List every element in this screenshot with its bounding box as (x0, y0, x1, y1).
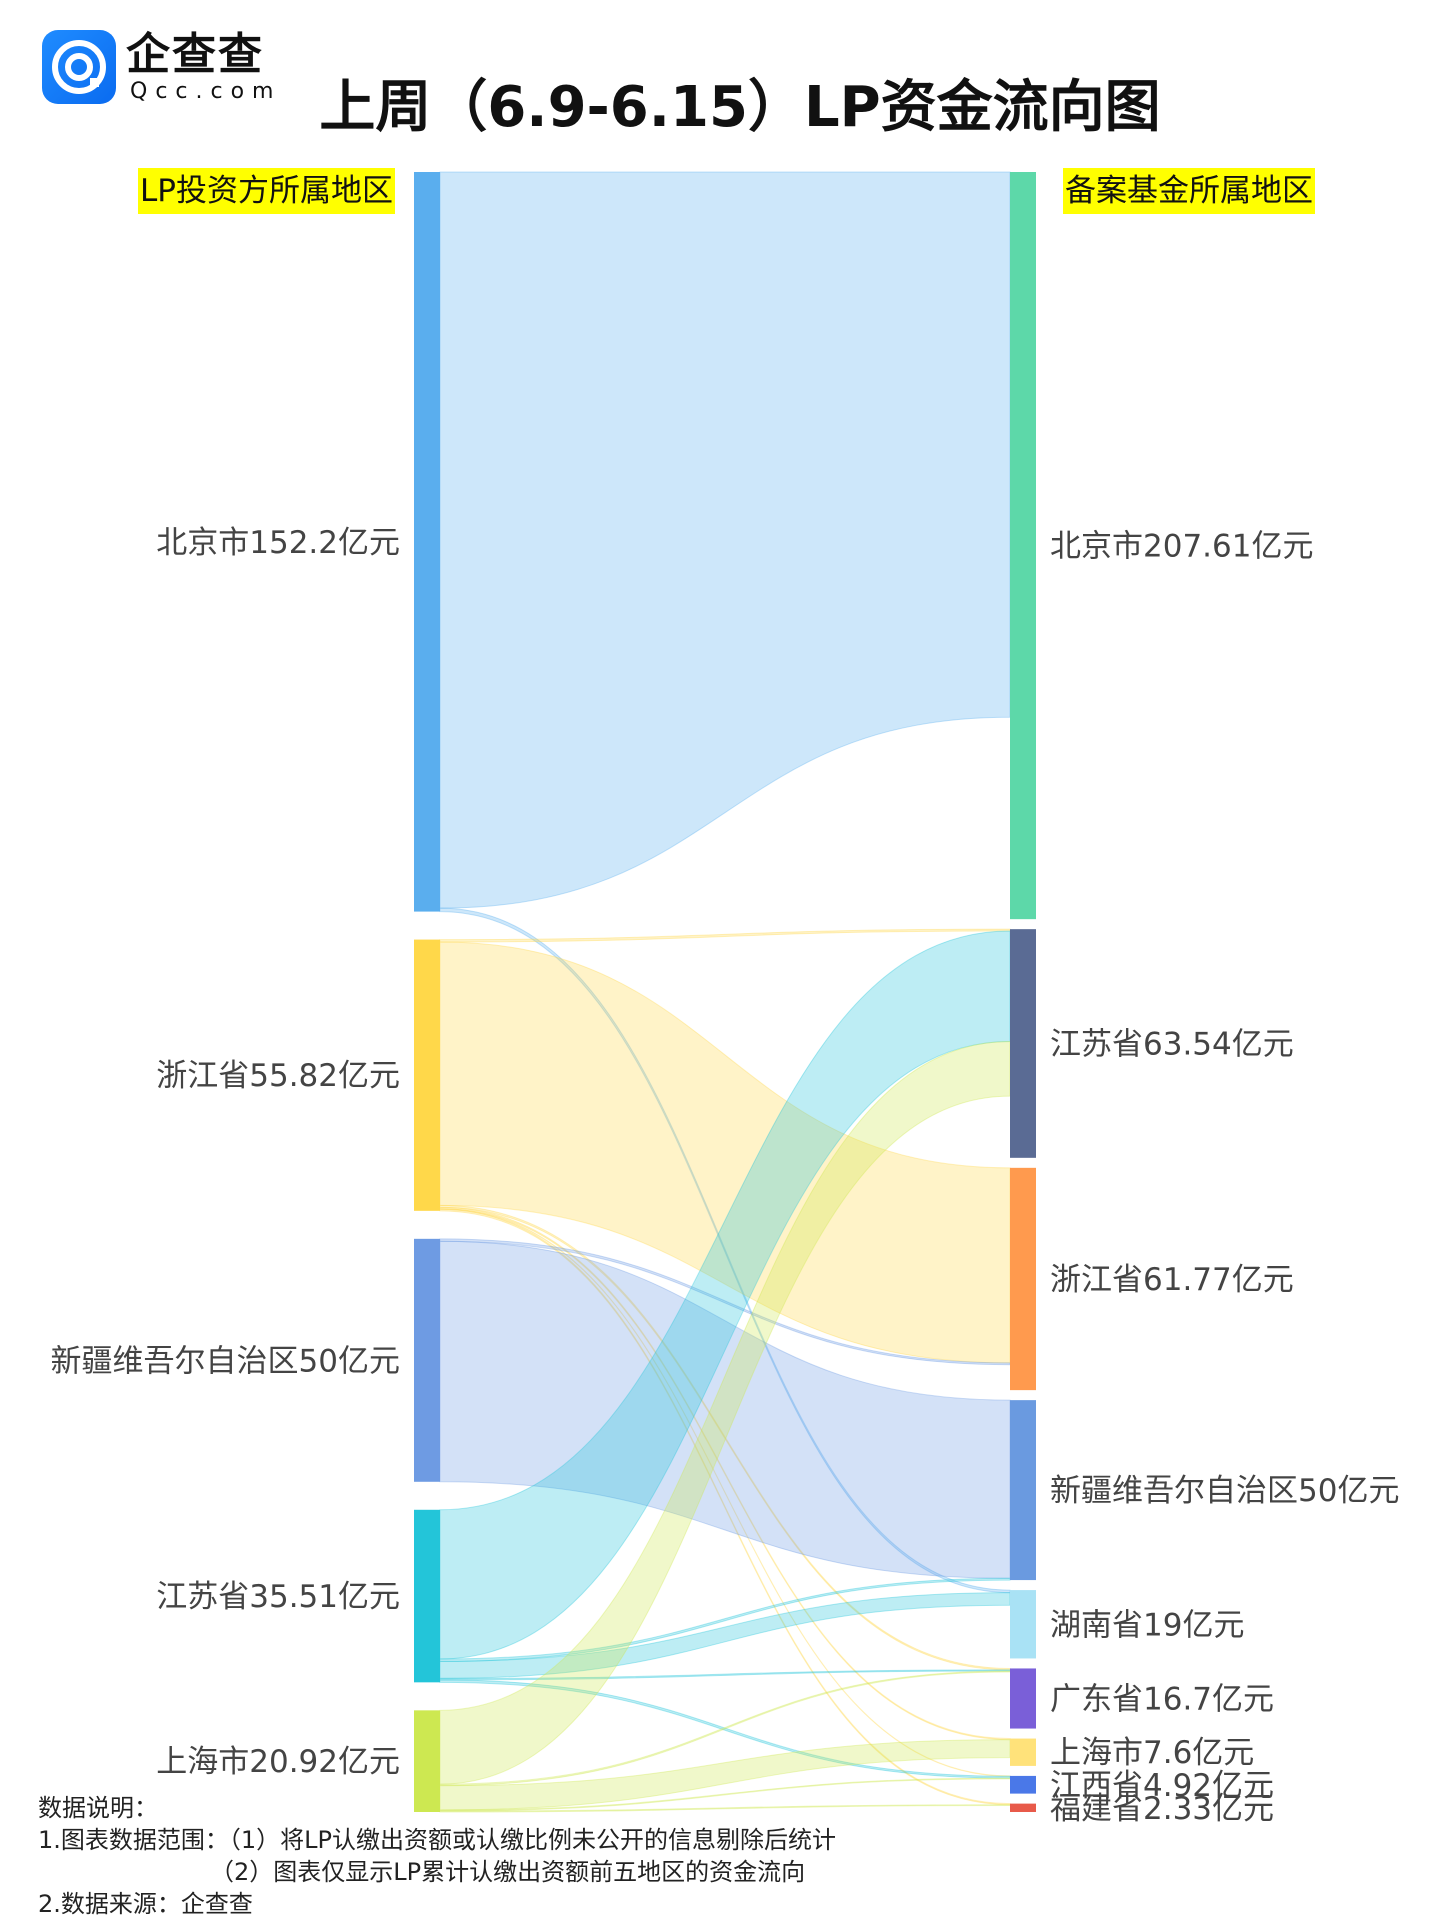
target-label: 福建省2.33亿元 (1050, 1791, 1274, 1827)
source-node (414, 1710, 440, 1812)
source-node (414, 172, 440, 912)
left-column-header: LP投资方所属地区 (138, 168, 395, 214)
notes-line-3: 2.数据来源：企查查 (38, 1890, 253, 1918)
source-node (414, 1509, 440, 1683)
target-label: 广东省16.7亿元 (1050, 1682, 1274, 1718)
sankey-link (439, 1577, 1011, 1662)
sankey-link (439, 171, 1011, 909)
target-label: 新疆维吾尔自治区50亿元 (1050, 1473, 1399, 1509)
target-node (1010, 1668, 1036, 1729)
chart-title: 上周（6.9-6.15）LP资金流向图 (319, 75, 1161, 140)
source-label: 江苏省35.51亿元 (156, 1579, 400, 1615)
brand-name-en: Qcc.com (130, 79, 282, 104)
right-column-header: 备案基金所属地区 (1063, 168, 1315, 214)
brand-name-cn: 企查查 (126, 29, 264, 80)
sankey-link (439, 941, 1011, 1364)
source-label: 上海市20.92亿元 (156, 1744, 400, 1780)
target-node (1010, 1167, 1036, 1391)
data-notes: 数据说明： 1.图表数据范围：（1）将LP认缴出资额或认缴比例未公开的信息剔除后… (38, 1792, 836, 1920)
qcc-logo-icon (42, 30, 116, 104)
target-node (1010, 1803, 1036, 1812)
source-label: 浙江省55.82亿元 (156, 1058, 400, 1094)
target-node (1010, 1775, 1036, 1794)
source-node (414, 939, 440, 1211)
target-label: 江苏省63.54亿元 (1050, 1026, 1294, 1062)
sankey-link (439, 930, 1011, 1660)
target-label: 江西省4.92亿元 (1050, 1768, 1274, 1804)
target-label: 北京市207.61亿元 (1050, 529, 1313, 565)
target-label: 上海市7.6亿元 (1050, 1735, 1254, 1771)
target-node (1010, 1400, 1036, 1581)
source-label: 北京市152.2亿元 (156, 525, 400, 561)
notes-line-1: 1.图表数据范围：（1）将LP认缴出资额或认缴比例未公开的信息剔除后统计 (38, 1826, 837, 1854)
target-node (1010, 1590, 1036, 1659)
target-node (1010, 929, 1036, 1158)
target-node (1010, 172, 1036, 920)
target-label: 浙江省61.77亿元 (1050, 1262, 1294, 1298)
qcc-logo: 企查查 Qcc.com (42, 30, 282, 104)
target-label: 湖南省19亿元 (1050, 1607, 1244, 1643)
source-node (414, 1238, 440, 1482)
notes-heading: 数据说明： (38, 1794, 158, 1822)
target-node (1010, 1738, 1036, 1766)
labels-layer: 北京市152.2亿元浙江省55.82亿元新疆维吾尔自治区50亿元江苏省35.51… (51, 525, 1400, 1827)
links-layer (439, 171, 1011, 1813)
source-label: 新疆维吾尔自治区50亿元 (51, 1343, 400, 1379)
nodes-layer (414, 172, 1036, 1812)
notes-line-2: （2）图表仅显示LP累计认缴出资额前五地区的资金流向 (210, 1858, 806, 1886)
